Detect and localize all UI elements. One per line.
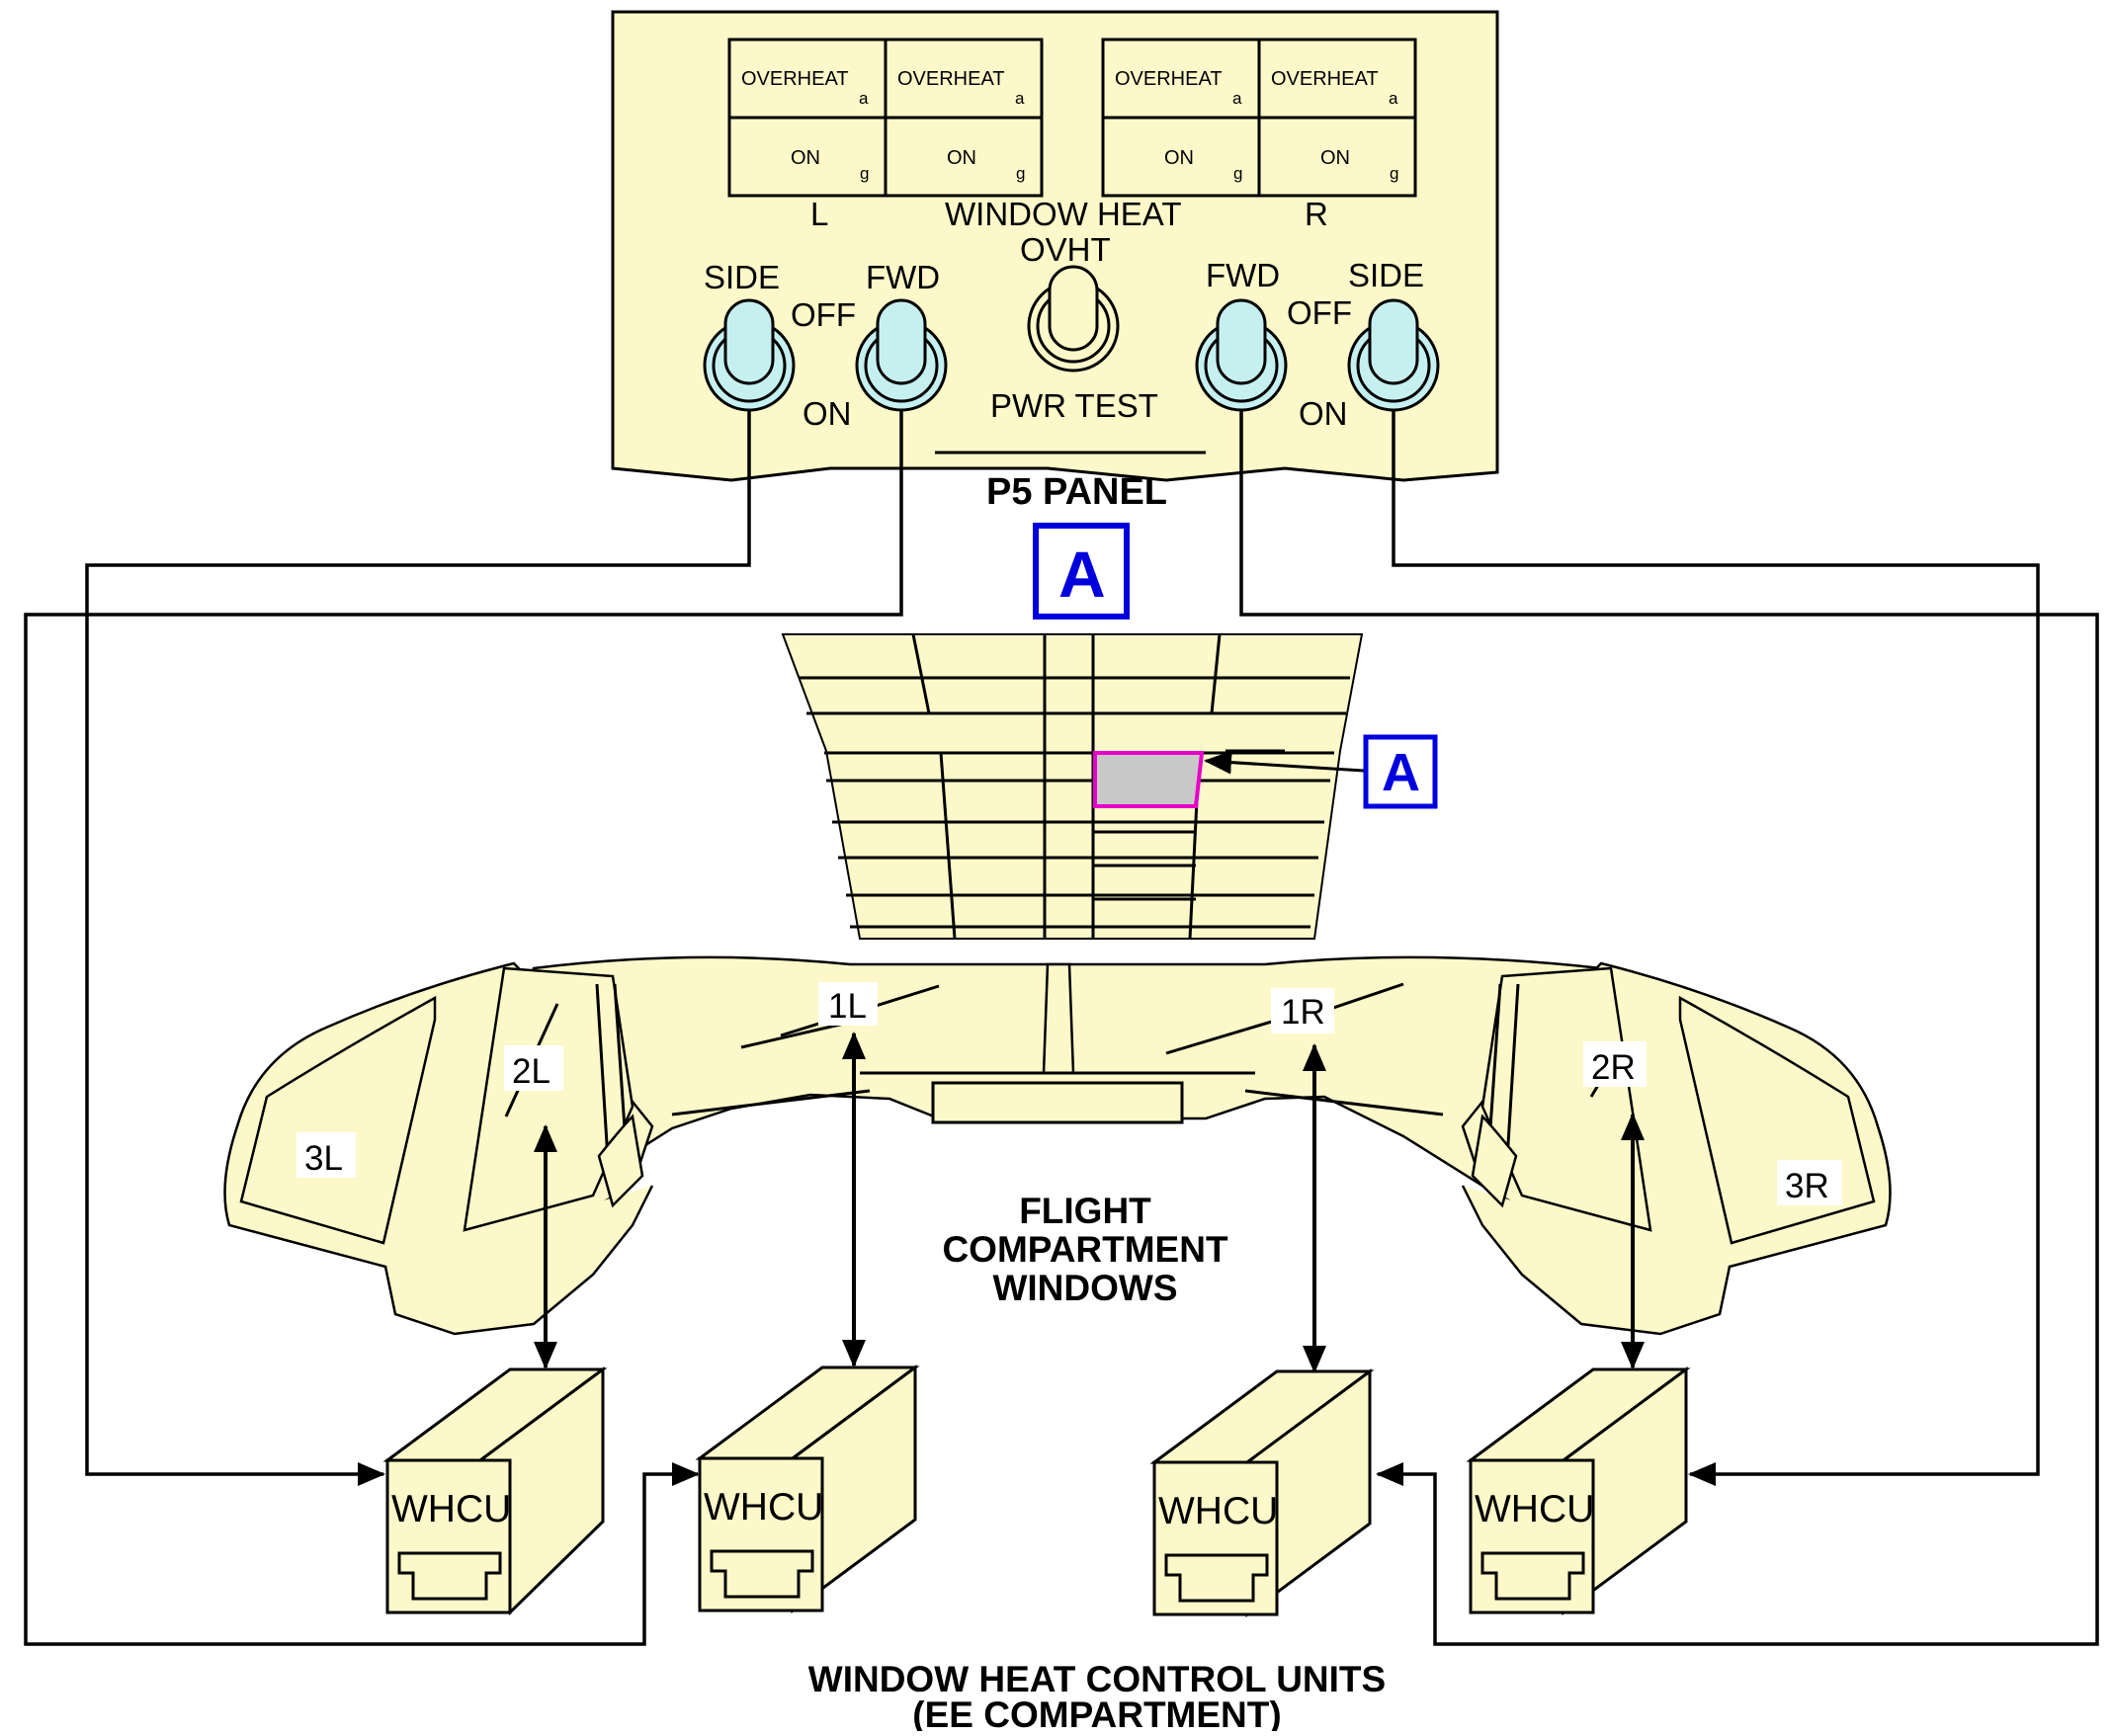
svg-text:ON: ON [947, 147, 976, 169]
annunciator-left-fwd: OVERHEAT a ON g [884, 38, 1044, 198]
window-whcu-links [534, 1032, 1645, 1373]
svg-text:WINDOW HEAT CONTROL UNITS: WINDOW HEAT CONTROL UNITS [808, 1659, 1386, 1699]
svg-text:FLIGHT: FLIGHT [1019, 1191, 1151, 1231]
label-left-fwd: FWD [866, 259, 940, 295]
annunciator-right-side: OVERHEAT a ON g [1257, 38, 1417, 198]
label-right: R [1305, 196, 1328, 232]
svg-text:WHCU: WHCU [704, 1486, 823, 1529]
ovht-pwr-test-switch[interactable] [1027, 265, 1120, 372]
left-side-toggle-switch[interactable] [703, 298, 796, 412]
whcu-unit-1r: WHCU [1149, 1368, 1375, 1617]
right-side-toggle-switch[interactable] [1347, 298, 1440, 412]
window-2r-label: 2R [1591, 1048, 1636, 1087]
svg-text:WINDOWS: WINDOWS [992, 1268, 1177, 1308]
svg-text:ON: ON [791, 147, 820, 169]
svg-text:OVERHEAT: OVERHEAT [1115, 68, 1223, 90]
flight-compartment-windows-illustration: 1L 2L 3L 1R 2R 3R [223, 955, 1892, 1336]
svg-text:WHCU: WHCU [391, 1488, 511, 1530]
label-ovht: OVHT [1020, 231, 1111, 268]
label-left: L [810, 196, 828, 232]
p5-location-highlight [1093, 751, 1205, 808]
svg-text:ON: ON [1164, 147, 1194, 169]
label-left-off: OFF [791, 296, 856, 333]
left-fwd-toggle-switch[interactable] [855, 298, 948, 412]
p5-panel-title: P5 PANEL [986, 471, 1167, 513]
svg-text:COMPARTMENT: COMPARTMENT [942, 1229, 1228, 1270]
window-1r-label: 1R [1281, 993, 1325, 1032]
p5-panel: OVERHEAT a ON g OVERHEAT a ON g OVERHEAT… [611, 10, 1499, 482]
whcu-unit-2l: WHCU [382, 1366, 608, 1616]
svg-text:a: a [1389, 89, 1398, 108]
window-3l-label: 3L [304, 1139, 343, 1178]
whcu-unit-1l: WHCU [695, 1364, 920, 1613]
window-2l-label: 2L [512, 1052, 550, 1091]
svg-text:OVERHEAT: OVERHEAT [1271, 68, 1379, 90]
detail-a-callout: A [1033, 523, 1130, 620]
label-right-off: OFF [1287, 294, 1352, 331]
label-pwr-test: PWR TEST [990, 387, 1158, 424]
svg-text:a: a [1015, 89, 1025, 108]
svg-text:OVERHEAT: OVERHEAT [741, 68, 849, 90]
wiring [24, 410, 2099, 1646]
label-right-side: SIDE [1348, 257, 1424, 293]
svg-text:WHCU: WHCU [1158, 1490, 1278, 1532]
label-window-heat: WINDOW HEAT [945, 196, 1182, 232]
svg-text:g: g [1016, 164, 1025, 183]
svg-text:(EE COMPARTMENT): (EE COMPARTMENT) [912, 1695, 1281, 1731]
svg-text:g: g [1390, 164, 1398, 183]
label-right-on: ON [1299, 395, 1348, 432]
locator-a-callout: A [1363, 734, 1438, 809]
svg-text:g: g [860, 164, 869, 183]
svg-text:g: g [1233, 164, 1242, 183]
svg-text:A: A [1382, 743, 1420, 802]
svg-text:OVERHEAT: OVERHEAT [897, 68, 1005, 90]
window-1l-label: 1L [828, 987, 867, 1026]
window-3r-label: 3R [1785, 1167, 1829, 1205]
svg-text:a: a [1232, 89, 1242, 108]
whcu-title: WINDOW HEAT CONTROL UNITS (EE COMPARTMEN… [808, 1659, 1386, 1735]
label-right-fwd: FWD [1206, 257, 1280, 293]
label-left-on: ON [803, 395, 852, 432]
flight-deck-overhead-panel [781, 633, 1365, 940]
annunciator-right-fwd: OVERHEAT a ON g [1101, 38, 1261, 198]
right-fwd-toggle-switch[interactable] [1195, 298, 1288, 412]
flight-compartment-windows-title: FLIGHT COMPARTMENT WINDOWS [942, 1191, 1228, 1308]
svg-text:ON: ON [1320, 147, 1350, 169]
annunciator-left-side: OVERHEAT a ON g [727, 38, 887, 198]
svg-text:A: A [1058, 537, 1106, 611]
svg-text:a: a [859, 89, 869, 108]
whcu-unit-2r: WHCU [1466, 1366, 1691, 1615]
svg-text:WHCU: WHCU [1475, 1488, 1594, 1530]
label-left-side: SIDE [704, 259, 780, 295]
